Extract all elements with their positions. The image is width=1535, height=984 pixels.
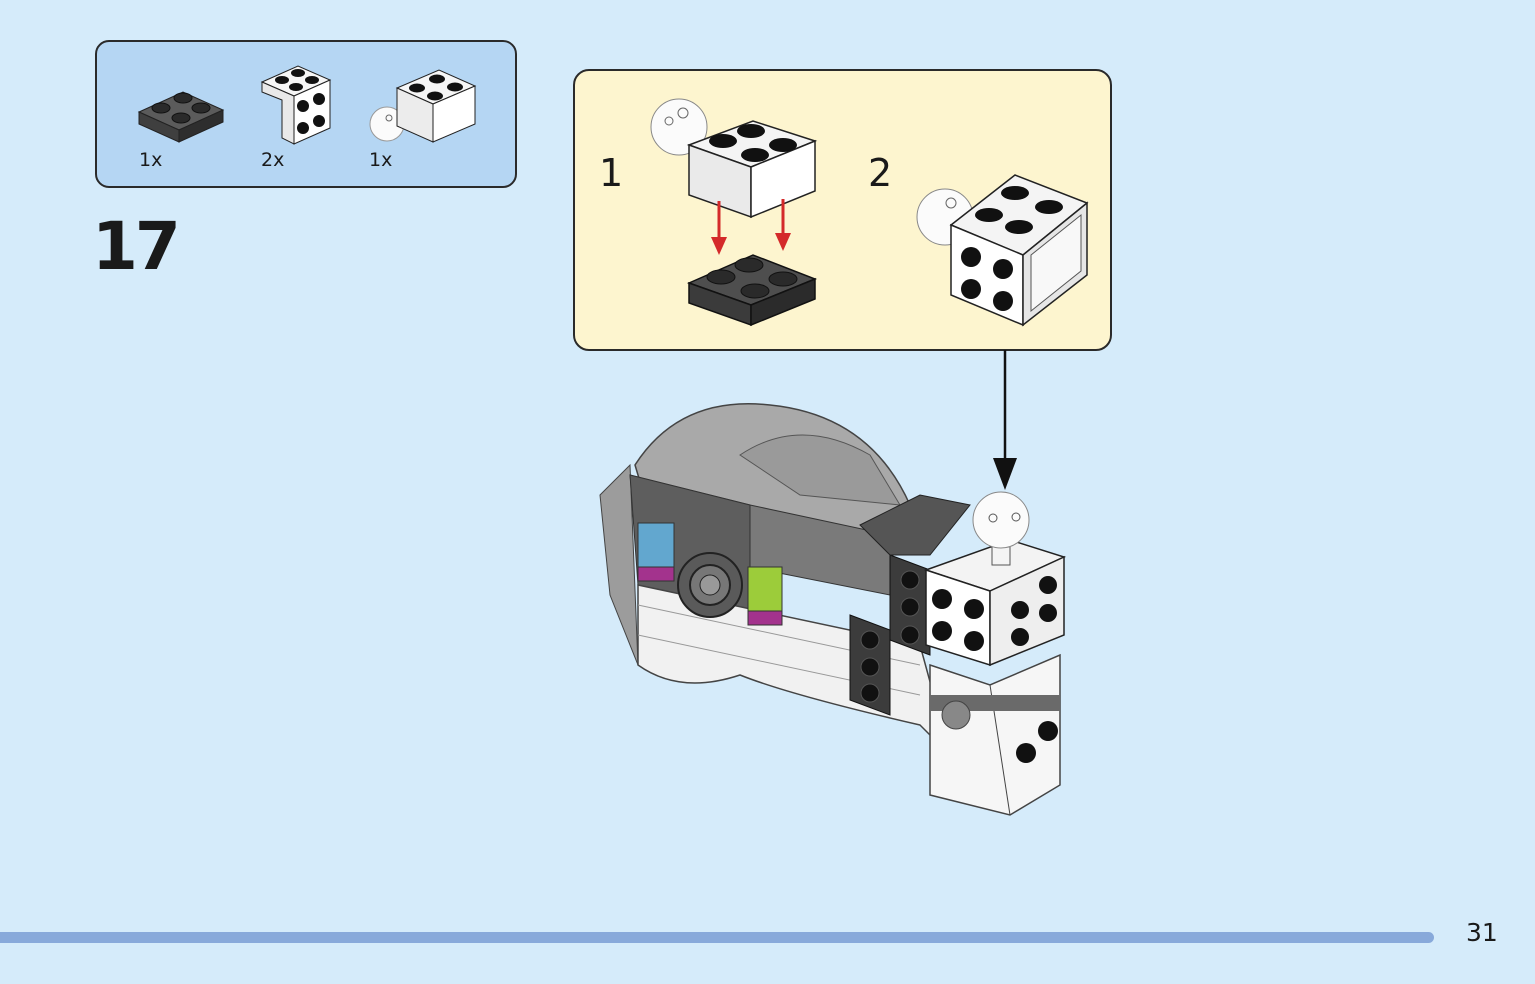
progress-bar (0, 932, 1434, 943)
sub-step-label-1: 1 (599, 151, 624, 195)
part-quantity: 1x (139, 149, 163, 171)
sub-step-2-illustration (916, 174, 1089, 327)
white-bracket-2x2-icon (260, 65, 332, 145)
dark-gray-2x2-plate-icon (137, 91, 225, 143)
page-number: 31 (1466, 918, 1498, 947)
main-model-illustration (599, 403, 1067, 816)
parts-list-box: 1x 2x 1x (95, 40, 517, 188)
part-quantity: 1x (369, 149, 393, 171)
attach-arrow-icon (993, 350, 1017, 490)
part-quantity: 2x (261, 149, 285, 171)
step-number: 17 (92, 208, 181, 285)
white-brick-with-ball-icon (369, 69, 477, 143)
sub-assembly-box: 1 2 (573, 69, 1112, 351)
sub-step-label-2: 2 (868, 151, 893, 195)
sub-step-1-illustration (650, 98, 818, 327)
